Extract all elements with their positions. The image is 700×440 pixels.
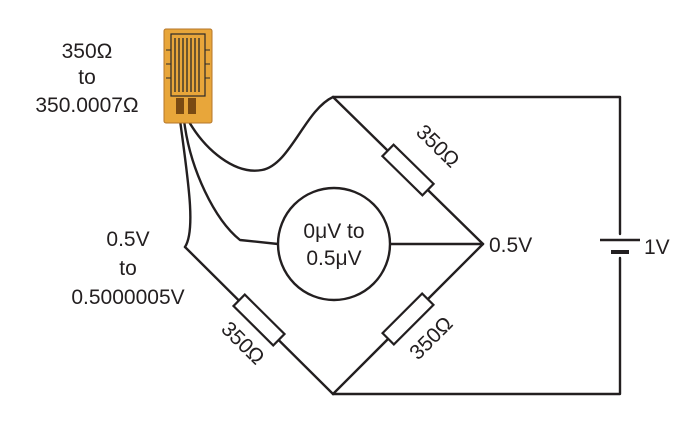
battery-symbol — [600, 238, 640, 254]
gauge-lead-right — [186, 95, 335, 172]
top-wire — [331, 95, 622, 236]
meter-label-line2: 0.5μV — [306, 247, 361, 270]
bottom-wire — [331, 256, 622, 396]
right-node-label: 0.5V — [489, 234, 532, 257]
left-node-label-line1: 0.5V — [106, 228, 149, 251]
resistor-top-right — [380, 143, 436, 197]
left-node-label-line3: 0.5000005V — [71, 286, 184, 309]
resistor-top-right-label: 350Ω — [411, 120, 463, 172]
meter-lead-left — [182, 118, 280, 246]
voltmeter-circle — [276, 186, 392, 302]
gauge-label-line1: 350Ω — [62, 40, 113, 63]
gauge-label-line2: to — [78, 66, 96, 89]
resistor-bottom-right — [380, 291, 436, 347]
gauge-label-line3: 350.0007Ω — [35, 94, 138, 117]
battery-label: 1V — [644, 236, 670, 259]
resistor-bottom-left — [231, 293, 287, 347]
gauge-lead-left — [178, 118, 192, 249]
strain-gauge-icon — [163, 28, 213, 124]
left-node-label-line2: to — [119, 257, 137, 280]
meter-label-line1: 0μV to — [303, 220, 364, 243]
